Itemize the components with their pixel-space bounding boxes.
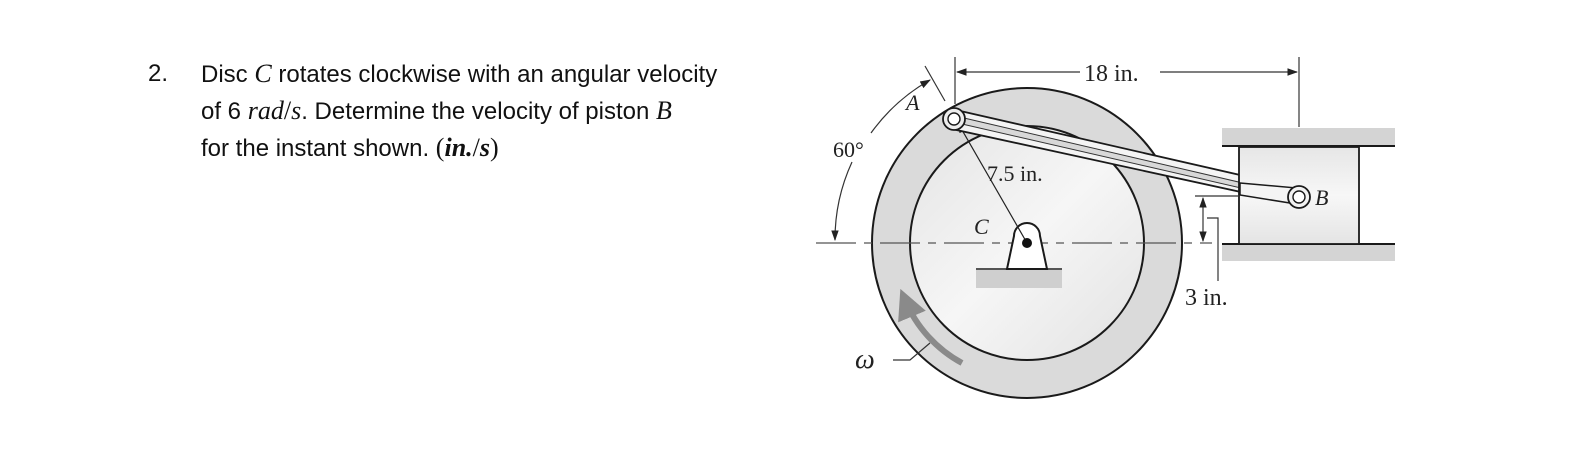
var-c: C	[254, 59, 272, 88]
problem-line-2: of 6 rad/s. Determine the velocity of pi…	[201, 93, 841, 130]
text: rotates clockwise with an angular veloci…	[271, 61, 718, 88]
label-b: B	[1315, 185, 1328, 210]
unit-in: in.	[444, 133, 473, 162]
label-c: C	[974, 214, 989, 239]
angle-arc-lower	[831, 161, 853, 242]
label-angle: 60°	[833, 137, 864, 162]
text: Disc	[201, 61, 255, 88]
text: . Determine the velocity of piston	[301, 98, 657, 125]
upper-guide	[1222, 128, 1395, 146]
radius-line-ca	[957, 122, 1028, 244]
problem-line-3: for the instant shown. (in./s)	[201, 130, 841, 167]
paren-open: (	[435, 133, 445, 162]
text: for the instant shown.	[201, 135, 436, 162]
label-3-in: 3 in.	[1185, 285, 1228, 311]
problem-body: Disc C rotates clockwise with an angular…	[201, 56, 841, 167]
unit-s: s	[291, 96, 302, 125]
label-radius: 7.5 in.	[987, 161, 1043, 186]
paren-close: )	[490, 133, 499, 162]
omega-rotation-arrow-icon	[898, 288, 964, 366]
problem-line-1: Disc C rotates clockwise with an angular…	[201, 56, 841, 93]
pin-b	[1287, 185, 1311, 209]
unit-s: s	[479, 133, 491, 162]
unit-slash: /	[283, 96, 292, 125]
unit-slash: /	[472, 133, 480, 162]
label-18-in: 18 in.	[1084, 61, 1139, 87]
unit-rad: rad	[247, 96, 284, 125]
ground-base	[976, 269, 1062, 288]
pivot-c-dot	[1022, 238, 1032, 248]
omega-label: ω	[855, 344, 875, 375]
problem-number: 2.	[148, 60, 169, 87]
var-b: B	[656, 96, 672, 125]
dim-3-leader	[1207, 217, 1219, 281]
angle-extension-line	[924, 65, 946, 102]
omega-leader-line	[893, 342, 931, 361]
lower-guide	[1222, 244, 1395, 261]
angle-arc-upper	[870, 79, 931, 134]
label-a: A	[904, 90, 920, 115]
text: of 6	[201, 98, 248, 125]
pin-a	[942, 107, 966, 131]
